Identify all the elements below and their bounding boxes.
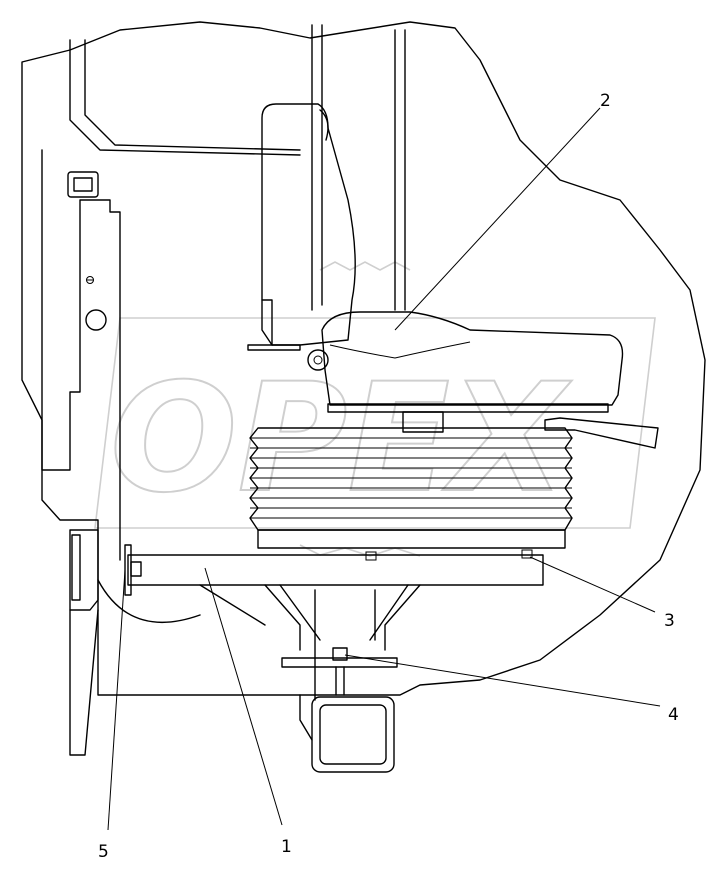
callout-5: 5: [98, 842, 109, 862]
seat-cushion: [321, 311, 624, 433]
cab-rear-wall: [41, 39, 301, 756]
callout-labels: 1 2 3 4 5: [98, 91, 679, 862]
opex-watermark: OPEX: [94, 261, 656, 557]
cab-pillars: [311, 24, 406, 701]
seat-support-frame: [97, 544, 544, 773]
callout-3: 3: [664, 611, 675, 631]
callout-2: 2: [600, 91, 611, 111]
callout-1: 1: [281, 837, 292, 857]
seat-suspension-bellows: [249, 417, 659, 549]
callout-leaders: [107, 107, 661, 831]
seat-backrest: [247, 103, 356, 371]
callout-4: 4: [668, 705, 679, 725]
cab-outline: [21, 21, 706, 696]
watermark-text: OPEX: [110, 352, 572, 526]
